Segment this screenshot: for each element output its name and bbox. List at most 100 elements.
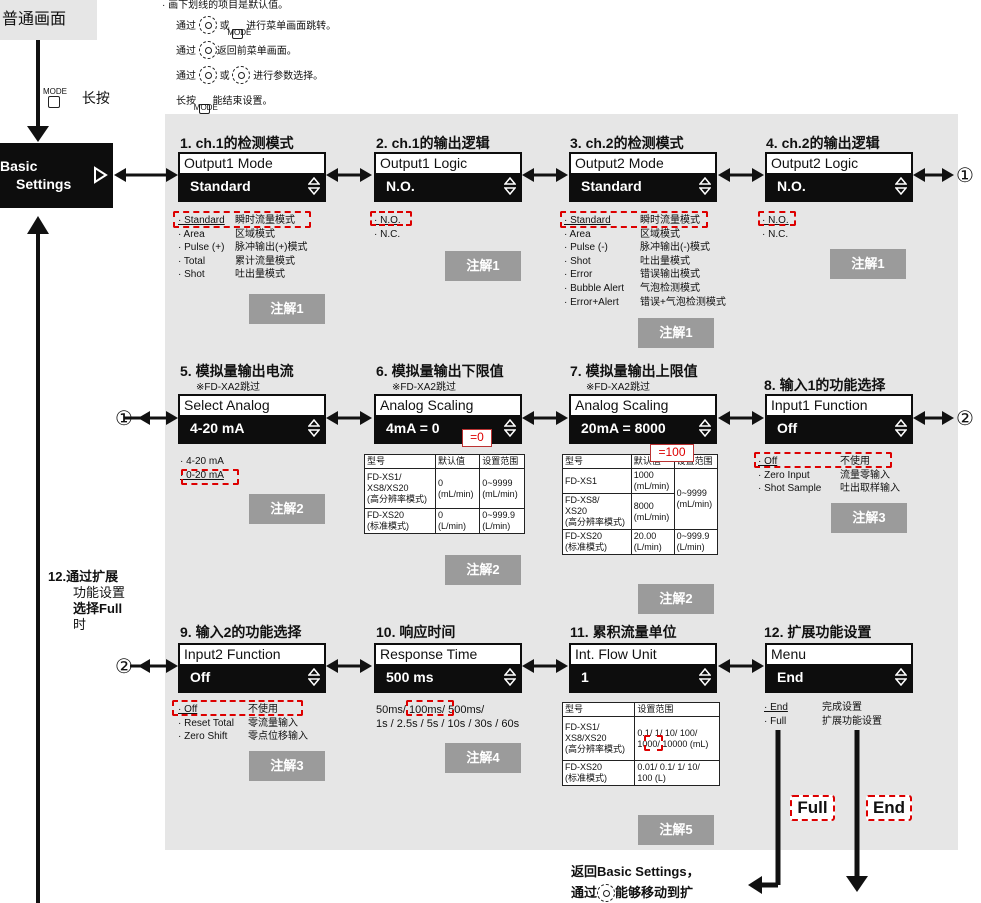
up-down-icon (504, 419, 516, 437)
response-times-line1: 50ms/ 100ms/ 500ms/ (376, 704, 485, 716)
step-title: 10. 响应时间 (376, 624, 456, 640)
note-button[interactable]: 注解2 (638, 584, 714, 614)
response-times: 50ms/ 100ms/ 500ms/ 1s / 2.5s / 5s / 10s… (376, 703, 519, 731)
circle-one-left: ① (115, 408, 133, 430)
normal-screen-label: 普通画面 (2, 11, 67, 28)
bottom-note-line2: 通过能够移动到扩 (571, 883, 694, 902)
lcd-top: Input2 Function (180, 645, 324, 664)
left-note-number: 12. (48, 569, 67, 584)
up-down-icon (699, 668, 711, 686)
annotation-badge: =0 (462, 429, 492, 447)
left-note-line-3: 选择Full (73, 601, 123, 616)
up-down-icon (895, 177, 907, 195)
lcd-value: 4-20 mA (190, 420, 245, 436)
table-header-row: 型号默认值设置范围 (364, 454, 525, 469)
option-item: · N.O. (762, 215, 789, 226)
lcd-display: Input1 Function Off (765, 394, 913, 444)
option-item: · 0-20 mA (180, 469, 224, 481)
option-item: · Pulse (+)脉冲输出(+)模式 (178, 242, 308, 254)
lcd-value: Standard (581, 178, 642, 194)
note-button[interactable]: 注解2 (445, 555, 521, 585)
step-title: 3. ch.2的检测模式 (570, 135, 684, 151)
spec-table: 型号默认值设置范围 FD-XS1/ XS8/XS20 (高分辨率模式)0 (mL… (364, 454, 525, 534)
lcd-value: N.O. (386, 178, 415, 194)
settings-panel (165, 114, 958, 850)
step-title: 7. 模拟量输出上限值※FD-XA2跳过 (570, 363, 698, 393)
rotary-knob-icon (597, 883, 616, 902)
default-highlight (560, 211, 708, 228)
lcd-top: Output2 Mode (571, 154, 715, 173)
left-note-line-1: 通过扩展 (66, 569, 119, 584)
note-button[interactable]: 注解3 (249, 751, 325, 781)
up-down-icon (308, 668, 320, 686)
up-down-icon (504, 177, 516, 195)
note-button[interactable]: 注解1 (249, 294, 325, 324)
note-button[interactable]: 注解5 (638, 815, 714, 845)
table-row: FD-XS1/ XS8/XS20 (高分辨率模式)0.1/ 1/ 10/ 100… (561, 716, 720, 761)
spec-table: 型号设置范围 FD-XS1/ XS8/XS20 (高分辨率模式)0.1/ 1/ … (561, 702, 720, 786)
default-highlight (644, 735, 663, 751)
step-title: 8. 输入1的功能选择 (764, 377, 886, 393)
lcd-display: Analog Scaling 20mA = 8000 (569, 394, 717, 444)
lcd-value: 1 (581, 669, 589, 685)
step-title: 2. ch.1的输出逻辑 (376, 135, 490, 151)
step-title: 11. 累积流量单位 (570, 624, 677, 640)
full-option-box[interactable]: Full (790, 795, 835, 821)
lcd-top: Output1 Logic (376, 154, 520, 173)
option-list: · 4-20 mA · 0-20 mA (180, 455, 224, 482)
option-list: · N.O. · N.C. (762, 214, 789, 241)
step-title: 1. ch.1的检测模式 (180, 135, 294, 151)
note-button[interactable]: 注解4 (445, 743, 521, 773)
option-item: · 4-20 mA (180, 456, 224, 467)
arrowhead-up (27, 216, 49, 234)
lcd-display: Output2 Logic N.O. (765, 152, 913, 202)
rotary-knob-icon (198, 41, 217, 60)
left-note: 12.通过扩展 功能设置 选择Full 时 (48, 569, 125, 633)
annotation-badge: =100 (650, 444, 694, 462)
up-down-icon (699, 177, 711, 195)
note-line-3: 通过 返回前菜单画面。 (162, 39, 336, 64)
lcd-top: Int. Flow Unit (571, 645, 715, 664)
lcd-value: Off (190, 669, 211, 685)
note-button[interactable]: 注解2 (249, 494, 325, 524)
lcd-display: Input2 Function Off (178, 643, 326, 693)
normal-screen-box: 普通画面 (0, 0, 97, 40)
default-highlight (758, 211, 796, 226)
lcd-top: Output2 Logic (767, 154, 911, 173)
circle-one-right: ① (956, 165, 974, 187)
lcd-display: Int. Flow Unit 1 (569, 643, 717, 693)
step-title: 12. 扩展功能设置 (764, 624, 872, 640)
note-button[interactable]: 注解1 (830, 249, 906, 279)
note-button[interactable]: 注解1 (445, 251, 521, 281)
up-down-icon (504, 668, 516, 686)
option-item: · N.C. (762, 228, 789, 240)
up-down-icon (308, 419, 320, 437)
note-line-1: · 画下划线的项目是默认值。 (162, 0, 289, 11)
lcd-top: Select Analog (180, 396, 324, 415)
note-button[interactable]: 注解1 (638, 318, 714, 348)
lcd-display: Output1 Mode Standard (178, 152, 326, 202)
mode-button-icon (43, 87, 67, 108)
arrowhead-down (27, 126, 49, 142)
note-button[interactable]: 注解3 (831, 503, 907, 533)
settings-label: Settings (16, 176, 72, 192)
left-note-line-4: 时 (73, 617, 87, 632)
default-highlight (181, 469, 239, 485)
step-title: 6. 模拟量输出下限值※FD-XA2跳过 (376, 363, 504, 393)
end-option-box[interactable]: End (866, 795, 912, 821)
response-times-line2: 1s / 2.5s / 5s / 10s / 30s / 60s (376, 718, 520, 730)
option-item: · Pulse (-)脉冲输出(-)模式 (564, 242, 710, 254)
